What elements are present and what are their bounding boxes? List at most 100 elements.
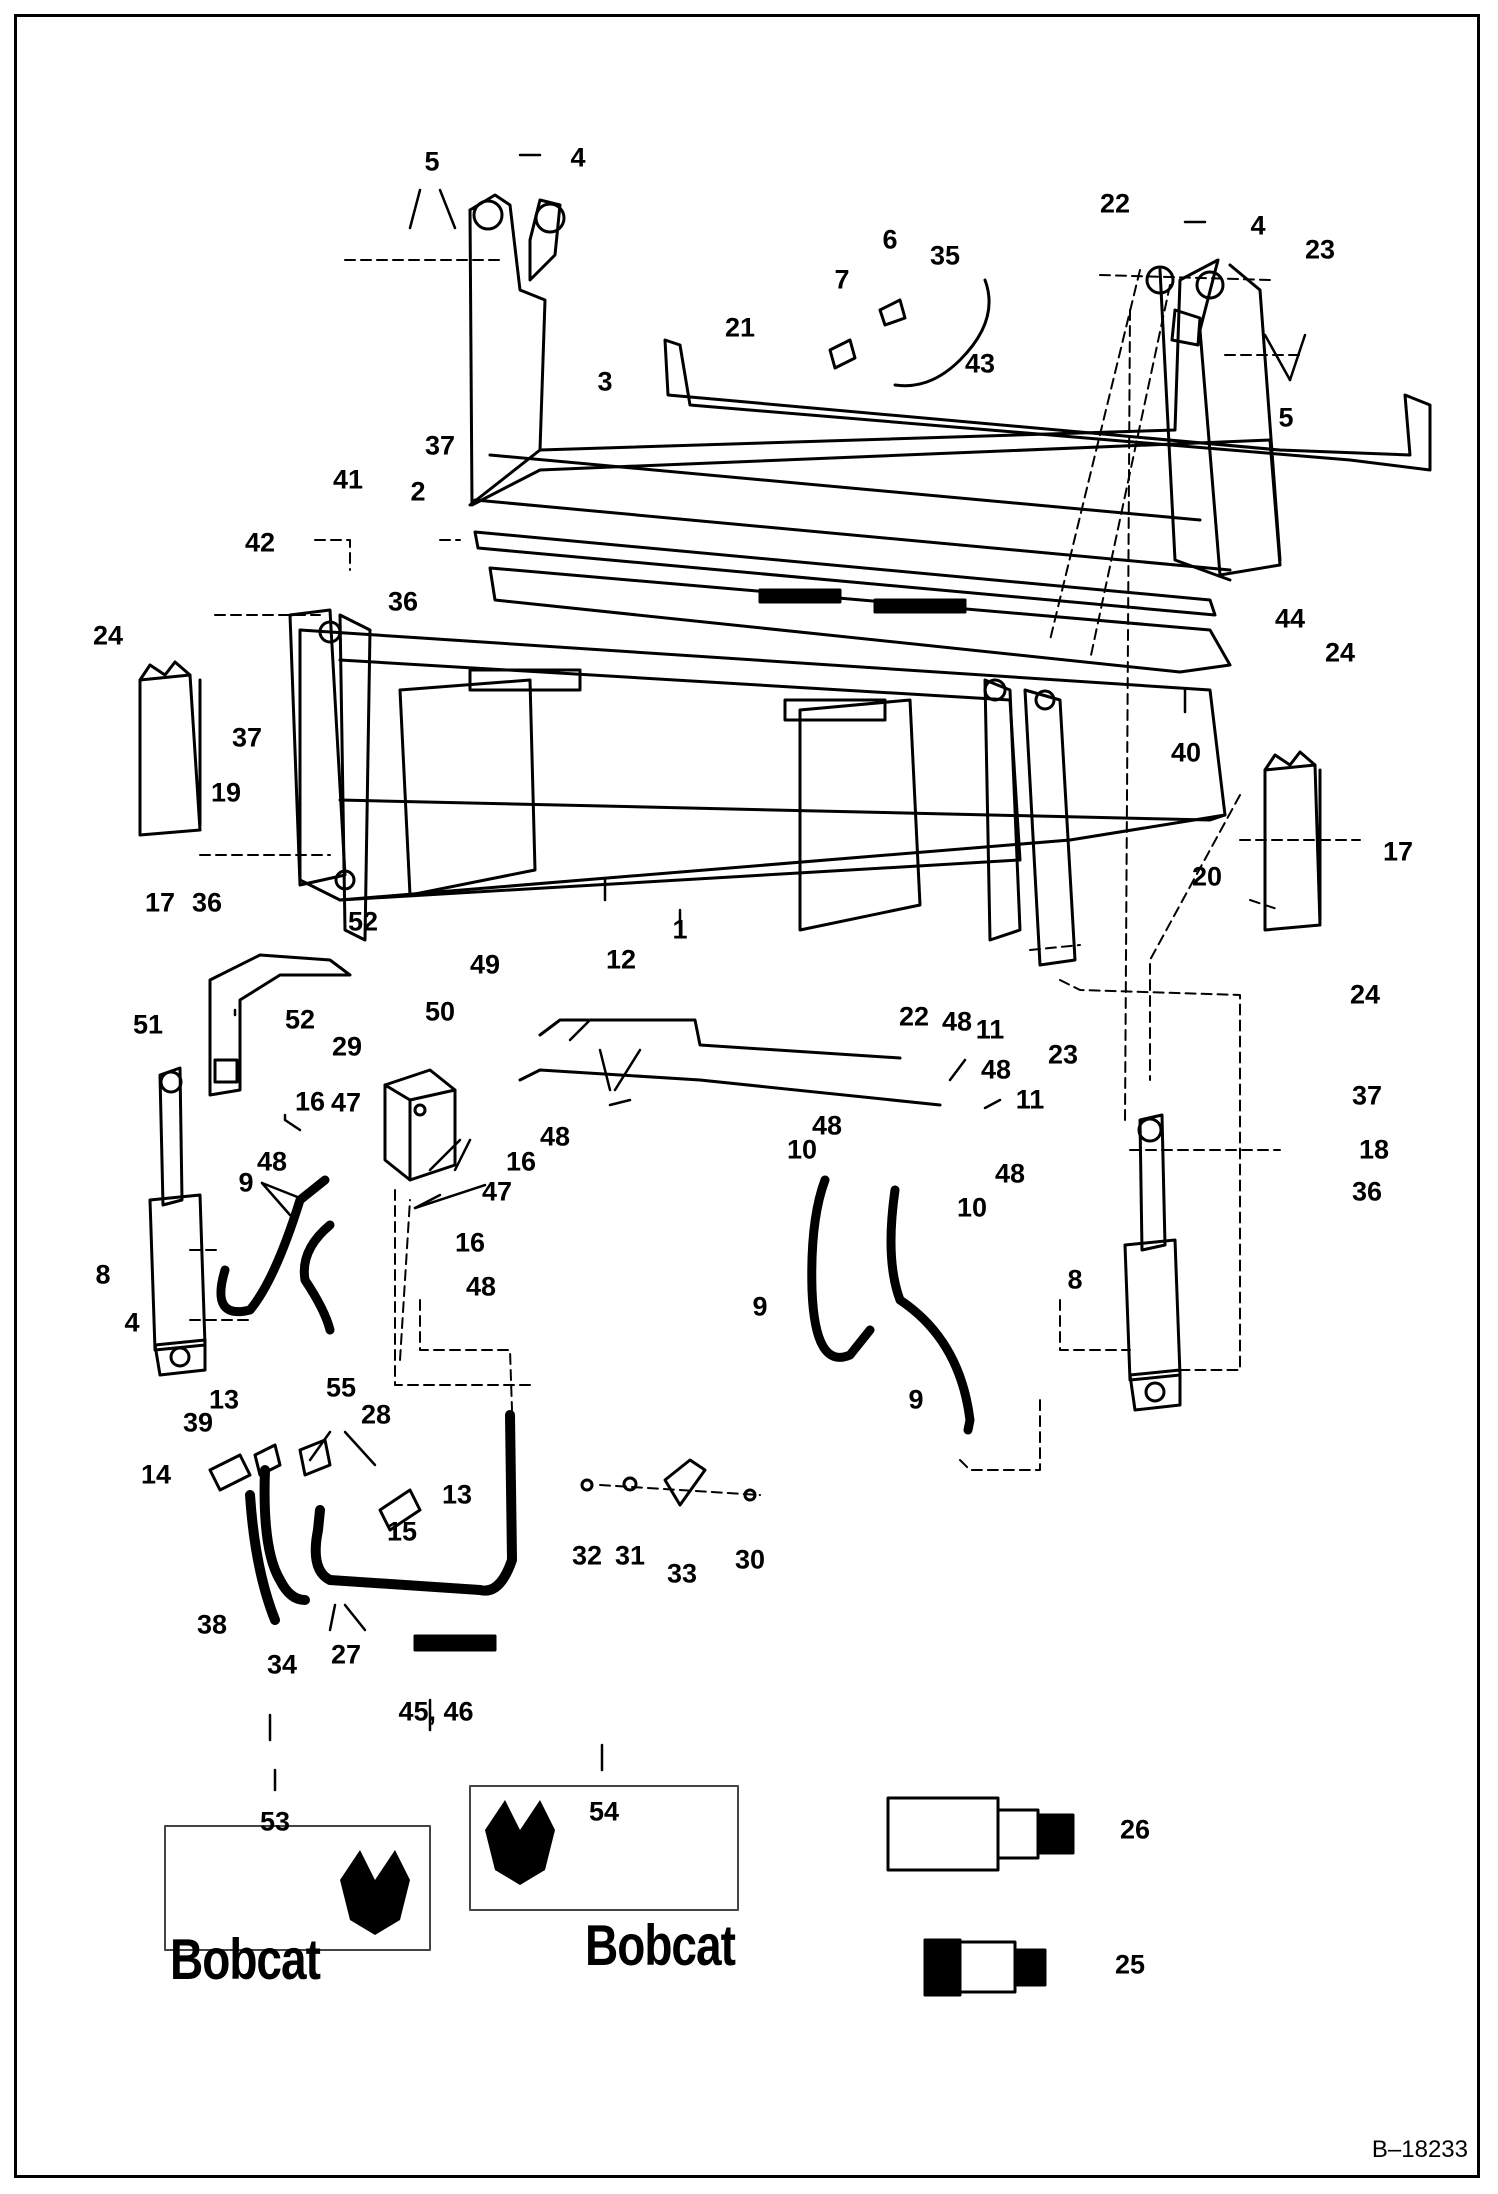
callout-41: 41 (332, 464, 364, 495)
callout-3: 3 (597, 366, 613, 397)
callout-47: 47 (330, 1087, 362, 1118)
valve-block-50 (383, 1068, 457, 1182)
coupler-26 (886, 1796, 1075, 1872)
coupler-25 (923, 1938, 1047, 1997)
callout-13: 13 (208, 1384, 240, 1415)
decal-54-brand: Bobcat (585, 1912, 736, 1978)
callout-21: 21 (724, 312, 756, 343)
callout-27: 27 (330, 1639, 362, 1670)
callout-23: 23 (1304, 234, 1336, 265)
callout-48: 48 (465, 1271, 497, 1302)
callout-52: 52 (284, 1004, 316, 1035)
callout-47: 47 (481, 1176, 513, 1207)
couplers (208, 1438, 422, 1532)
callout-12: 12 (605, 944, 637, 975)
callout-18: 18 (1358, 1134, 1390, 1165)
callout-11: 11 (975, 1014, 1005, 1045)
hoses-27-34 (245, 1410, 517, 1625)
callout-45-46: 45, 46 (398, 1696, 474, 1727)
cylinder-8-left (148, 1066, 207, 1377)
callout-48: 48 (941, 1006, 973, 1037)
upper-frame (468, 193, 1282, 582)
callout-24: 24 (1349, 979, 1381, 1010)
callout-16: 16 (505, 1146, 537, 1177)
callout-42: 42 (244, 527, 276, 558)
leader-lines (233, 153, 1307, 1792)
callout-2: 2 (410, 476, 426, 507)
callout-10: 10 (786, 1134, 818, 1165)
callout-24: 24 (92, 620, 124, 651)
callout-11: 11 (1015, 1084, 1045, 1115)
callout-34: 34 (266, 1649, 298, 1680)
hardware-30-33 (580, 1458, 757, 1507)
diagram-frame (14, 14, 1480, 2178)
callout-50: 50 (424, 996, 456, 1027)
callout-4: 4 (124, 1307, 140, 1338)
document-code: B–18233 (1371, 2136, 1468, 2163)
callout-33: 33 (666, 1558, 698, 1589)
callout-1: 1 (672, 914, 688, 945)
callout-36: 36 (387, 586, 419, 617)
callout-5: 5 (424, 146, 440, 177)
callout-52: 52 (347, 906, 379, 937)
callout-6: 6 (882, 224, 898, 255)
decal-53-brand: Bobcat (170, 1926, 321, 1992)
callout-24: 24 (1324, 637, 1356, 668)
callout-48: 48 (539, 1121, 571, 1152)
callout-31: 31 (614, 1540, 646, 1571)
callout-26: 26 (1119, 1814, 1151, 1845)
callout-48: 48 (980, 1054, 1012, 1085)
callout-17: 17 (1382, 836, 1414, 867)
callout-7: 7 (834, 264, 850, 295)
callout-32: 32 (571, 1540, 603, 1571)
callout-5: 5 (1278, 402, 1294, 433)
hoses-9-left (216, 1175, 335, 1335)
callout-29: 29 (331, 1031, 363, 1062)
callout-35: 35 (929, 240, 961, 271)
callout-25: 25 (1114, 1949, 1146, 1980)
callout-49: 49 (469, 949, 501, 980)
hoses-9-right (807, 1175, 975, 1435)
callout-9: 9 (752, 1291, 768, 1322)
callout-54: 54 (588, 1796, 620, 1827)
callout-48: 48 (256, 1146, 288, 1177)
phantom-lines (189, 259, 1361, 1496)
callout-48: 48 (994, 1158, 1026, 1189)
callout-51: 51 (132, 1009, 164, 1040)
callout-30: 30 (734, 1544, 766, 1575)
callout-22: 22 (1099, 188, 1131, 219)
callout-37: 37 (424, 430, 456, 461)
callout-20: 20 (1191, 861, 1223, 892)
latch-parts (828, 278, 991, 388)
callout-9: 9 (238, 1167, 254, 1198)
callout-38: 38 (196, 1609, 228, 1640)
callout-13: 13 (441, 1479, 473, 1510)
callout-19: 19 (210, 777, 242, 808)
callout-53: 53 (259, 1806, 291, 1837)
callout-8: 8 (1067, 1264, 1083, 1295)
callout-36: 36 (191, 887, 223, 918)
callout-28: 28 (360, 1399, 392, 1430)
callout-8: 8 (95, 1259, 111, 1290)
callout-37: 37 (231, 722, 263, 753)
callout-39: 39 (182, 1407, 214, 1438)
main-plate (288, 608, 1227, 967)
callout-55: 55 (325, 1372, 357, 1403)
bobcat-logo-icon (340, 1800, 555, 1935)
callout-36: 36 (1351, 1176, 1383, 1207)
guard-17-left (138, 660, 202, 837)
callout-17: 17 (144, 887, 176, 918)
strap-45-46 (413, 1634, 497, 1652)
bracket-51 (208, 953, 352, 1097)
callout-48: 48 (811, 1110, 843, 1141)
cylinder-8-right (1123, 1113, 1182, 1412)
callout-16: 16 (454, 1227, 486, 1258)
callout-16: 16 (294, 1086, 326, 1117)
callout-40: 40 (1170, 737, 1202, 768)
wear-strips (473, 530, 1232, 674)
callout-4: 4 (1250, 210, 1266, 241)
callout-4: 4 (570, 142, 586, 173)
rail-21 (663, 338, 1432, 472)
callout-15: 15 (386, 1516, 418, 1547)
